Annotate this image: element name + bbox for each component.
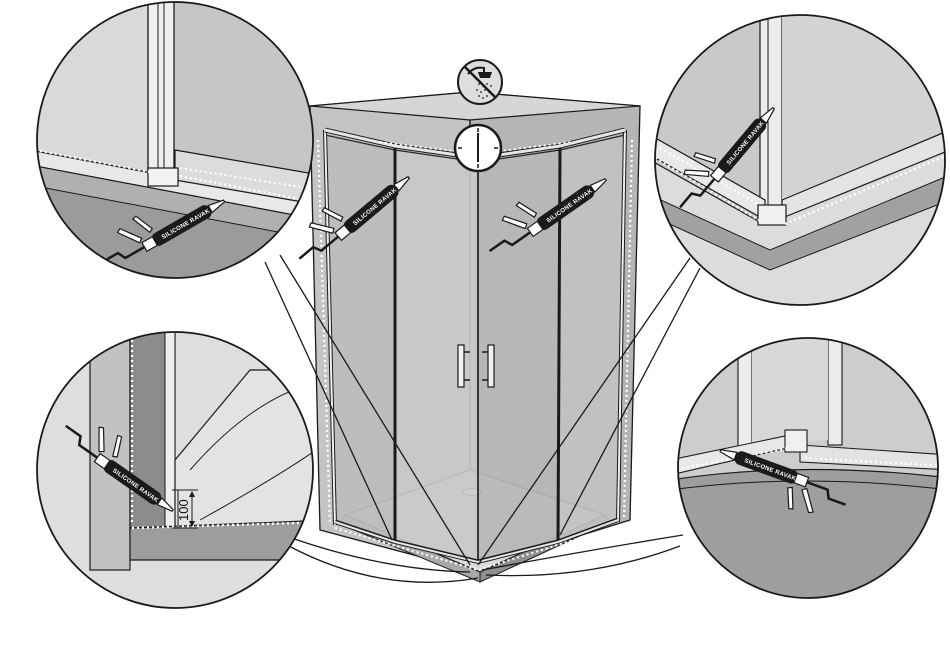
dimension-label: 100 — [176, 499, 191, 521]
door-handle-right — [488, 345, 494, 387]
door-handle-left — [458, 345, 464, 387]
detail-bottom-left: 100 SILICONE RAVAK — [30, 320, 330, 620]
detail-top-left: SILICONE RAVAK — [30, 0, 330, 300]
clock-icon — [455, 125, 501, 171]
detail-top-right: SILICONE RAVAK — [650, 0, 950, 320]
no-shower-icon — [458, 60, 502, 104]
detail-bottom-right: SILICONE RAVAK — [670, 330, 950, 610]
left-glass-door — [395, 150, 478, 560]
